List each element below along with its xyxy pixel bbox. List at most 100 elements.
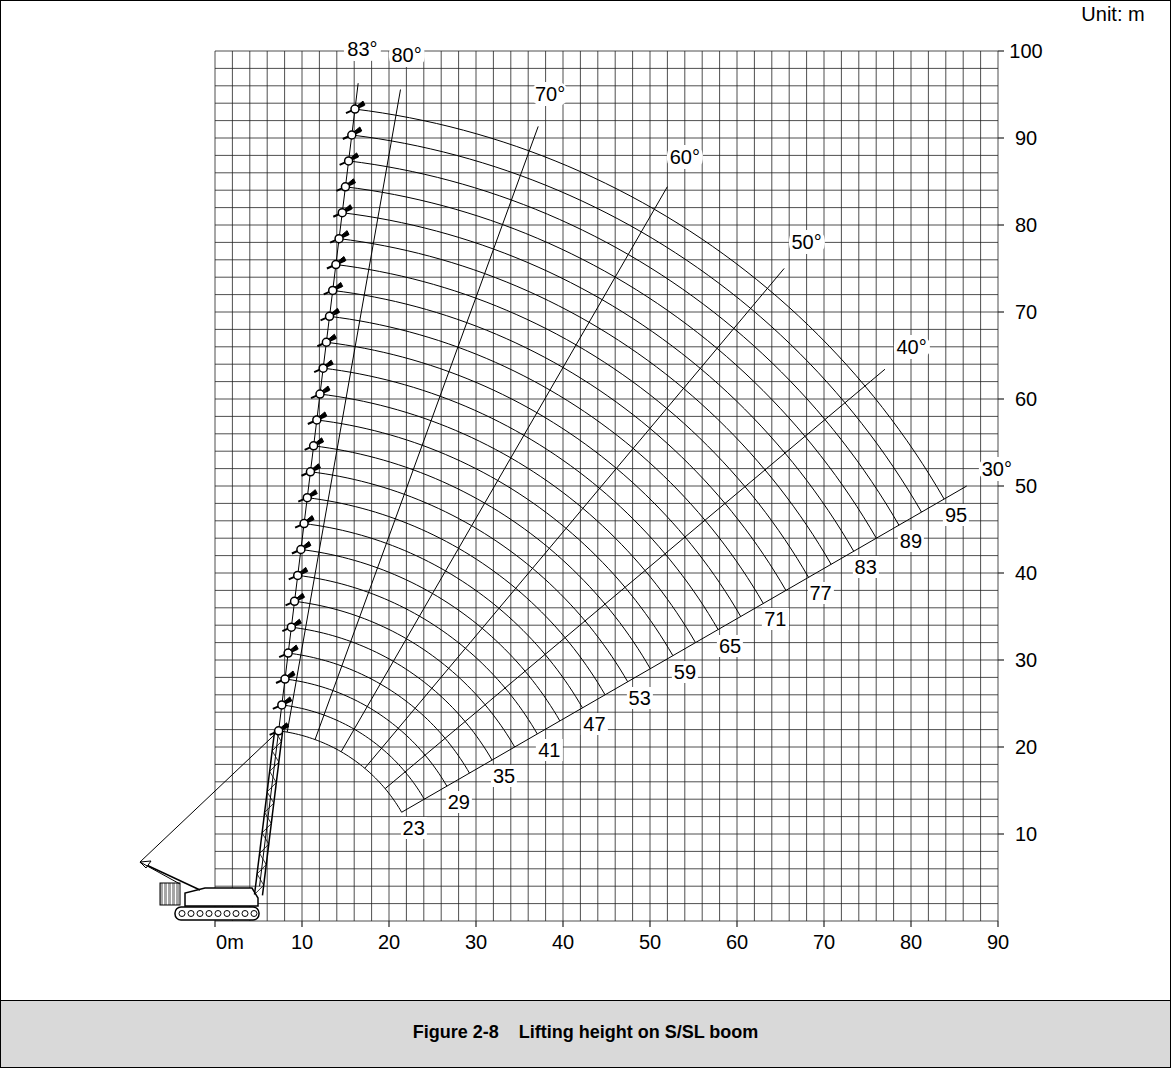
track-roller <box>224 911 230 917</box>
x-axis-label: 20 <box>378 932 400 952</box>
crane-figure <box>140 101 365 920</box>
grid-line <box>215 486 998 487</box>
axis-tick <box>998 50 1004 51</box>
boom-length-label: 35 <box>491 765 517 787</box>
track-roller <box>215 911 221 917</box>
boom-length-arc <box>279 731 402 812</box>
boom-length-arc <box>352 135 922 512</box>
axis-tick <box>214 921 215 927</box>
grid-line <box>215 103 998 104</box>
y-axis-label: 40 <box>1015 563 1037 583</box>
grid-line <box>215 468 998 469</box>
angle-line <box>341 187 667 752</box>
boom-tip-block <box>340 153 359 165</box>
grid-line <box>215 520 998 521</box>
boom-lacing <box>255 730 282 894</box>
grid-line <box>215 51 998 52</box>
boom-length-arc <box>288 653 469 773</box>
grid-line <box>215 120 998 121</box>
axis-tick <box>998 137 1004 138</box>
axis-tick <box>475 921 476 927</box>
angle-line <box>315 126 538 739</box>
boom-length-label: 41 <box>536 739 562 761</box>
grid-line <box>215 416 998 417</box>
boom-length-arc <box>291 627 492 760</box>
axis-tick <box>736 921 737 927</box>
boom-length-arc <box>282 705 424 799</box>
boom-length-arc <box>339 239 831 565</box>
grid-line <box>215 660 998 661</box>
track-roller <box>188 911 194 917</box>
mast <box>140 862 200 890</box>
boom-tip-block <box>336 179 355 191</box>
track-roller <box>197 911 203 917</box>
curves <box>260 83 967 886</box>
grid-line <box>215 538 998 539</box>
boom-length-arc <box>317 420 673 656</box>
y-axis-label: 70 <box>1015 302 1037 322</box>
grid-line <box>215 903 998 904</box>
grid-line <box>215 190 998 191</box>
boom-tip-block <box>327 257 346 269</box>
x-axis-label: 90 <box>987 932 1009 952</box>
angle-label: 70° <box>532 82 568 106</box>
grid-line <box>215 172 998 173</box>
boom-length-arc <box>345 187 876 538</box>
boom-length-arc <box>336 265 809 578</box>
boom-tip-block <box>273 697 292 709</box>
boom-length-label: 89 <box>898 530 924 552</box>
boom-tip-block <box>279 645 298 657</box>
grid-line <box>215 677 998 678</box>
boom-tip-block <box>305 438 324 450</box>
grid-line <box>215 642 998 643</box>
boom-tip-block <box>298 490 317 502</box>
axis-tick <box>562 921 563 927</box>
boom-tip-block <box>343 127 362 139</box>
boom-length-arc <box>314 446 651 669</box>
grid-line <box>215 329 998 330</box>
grid-line <box>215 816 998 817</box>
axis-tick <box>998 746 1004 747</box>
angle-line <box>260 83 359 886</box>
axis-tick <box>998 311 1004 312</box>
y-axis-label: 20 <box>1015 737 1037 757</box>
y-axis-label: 80 <box>1015 215 1037 235</box>
angle-label: 83° <box>344 37 380 61</box>
crawler-track <box>175 907 259 920</box>
boom-length-label: 65 <box>717 635 743 657</box>
boom-length-arc <box>295 601 515 747</box>
axis-tick <box>997 921 998 927</box>
boom-length-arc <box>349 161 899 525</box>
boom-tip-block <box>314 360 333 372</box>
boom-tip-block <box>270 723 289 735</box>
angle-line <box>287 90 400 733</box>
x-axis-label: 0m <box>216 932 244 952</box>
grid-line <box>215 503 998 504</box>
y-axis-label: 30 <box>1015 650 1037 670</box>
x-axis-label: 70 <box>813 932 835 952</box>
counterweight <box>160 883 180 905</box>
pendant-line <box>140 862 180 884</box>
grid-line <box>215 868 998 869</box>
boom-length-label: 77 <box>807 582 833 604</box>
axis-tick <box>998 572 1004 573</box>
axis-tick <box>998 485 1004 486</box>
grid-line <box>215 346 998 347</box>
grid <box>215 51 1004 927</box>
axis-tick <box>998 659 1004 660</box>
axis-tick <box>998 398 1004 399</box>
grid-line <box>215 138 998 139</box>
boom-length-arc <box>355 109 944 499</box>
y-axis-label: 50 <box>1015 476 1037 496</box>
angle-label: 80° <box>388 43 424 67</box>
grid-line <box>215 225 998 226</box>
angle-label: 60° <box>667 145 703 169</box>
track-roller <box>251 911 257 917</box>
boom-tip-block <box>324 282 343 294</box>
boom-length-arc <box>304 524 582 708</box>
grid-line <box>215 399 998 400</box>
boom-tip-block <box>301 464 320 476</box>
x-axis-label: 40 <box>552 932 574 952</box>
